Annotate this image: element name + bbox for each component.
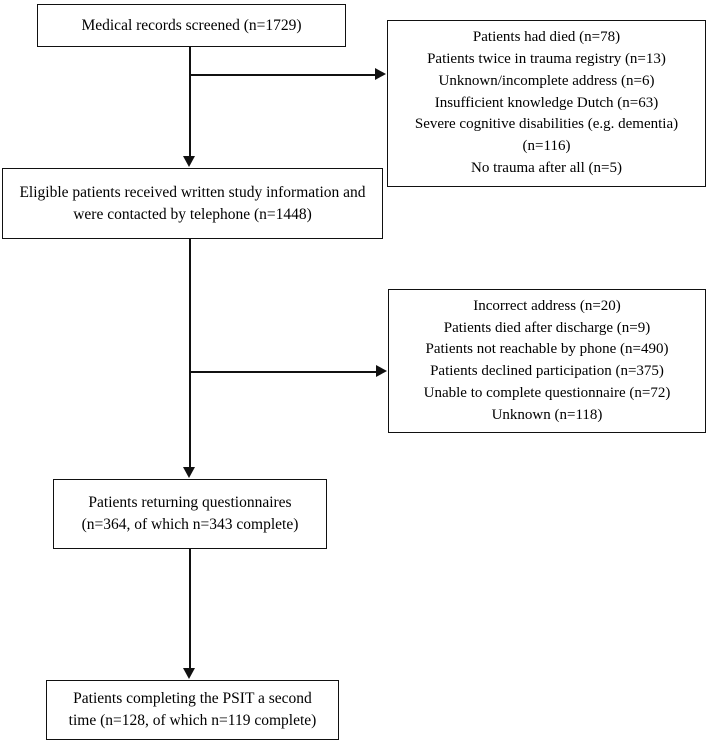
node-line: Medical records screened (n=1729) bbox=[81, 16, 302, 34]
node-text: Patients had died (n=78) Patients twice … bbox=[388, 27, 705, 179]
node-line: Patients completing the PSIT a second bbox=[73, 690, 312, 707]
node-line: (n=116) bbox=[522, 138, 571, 155]
node-line: Insufficient knowledge Dutch (n=63) bbox=[434, 94, 659, 111]
node-eligible-patients-contacted: Eligible patients received written study… bbox=[2, 168, 383, 239]
node-text: Patients returning questionnaires (n=364… bbox=[54, 492, 326, 536]
node-line: Patients not reachable by phone (n=490) bbox=[425, 341, 669, 358]
node-line: (n=364, of which n=343 complete) bbox=[81, 516, 299, 533]
node-line: Patients had died (n=78) bbox=[472, 29, 621, 46]
connector-to-exclusions-after-contact bbox=[190, 371, 377, 374]
node-medical-records-screened: Medical records screened (n=1729) bbox=[37, 4, 346, 47]
arrowhead-down-to-returning bbox=[183, 467, 195, 478]
node-text: Medical records screened (n=1729) bbox=[38, 15, 345, 37]
connector-screened-to-eligible bbox=[189, 47, 192, 157]
node-line: Unknown/incomplete address (n=6) bbox=[438, 72, 655, 89]
node-line: Unknown (n=118) bbox=[491, 406, 603, 423]
node-patients-completing-psit-second-time: Patients completing the PSIT a second ti… bbox=[46, 680, 339, 740]
node-line: Severe cognitive disabilities (e.g. deme… bbox=[414, 116, 679, 133]
node-patients-returning-questionnaires: Patients returning questionnaires (n=364… bbox=[53, 479, 327, 549]
node-text: Patients completing the PSIT a second ti… bbox=[47, 688, 338, 732]
arrowhead-down-to-psit bbox=[183, 668, 195, 679]
node-line: Patients returning questionnaires bbox=[88, 494, 292, 511]
node-line: Patients twice in trauma registry (n=13) bbox=[427, 51, 666, 68]
arrowhead-right-to-exclusions-2 bbox=[376, 365, 387, 377]
node-line: Eligible patients received written study… bbox=[19, 183, 366, 201]
connector-to-exclusions-after-screening bbox=[190, 74, 376, 77]
node-line: Unable to complete questionnaire (n=72) bbox=[423, 384, 671, 401]
arrowhead-right-to-exclusions-1 bbox=[375, 68, 386, 80]
connector-returning-to-psit bbox=[189, 549, 192, 669]
node-line: time (n=128, of which n=119 complete) bbox=[68, 712, 317, 729]
node-exclusions-after-screening: Patients had died (n=78) Patients twice … bbox=[387, 20, 706, 187]
node-line: were contacted by telephone (n=1448) bbox=[73, 205, 312, 223]
node-exclusions-after-contact: Incorrect address (n=20) Patients died a… bbox=[388, 289, 706, 433]
connector-eligible-to-returning bbox=[189, 239, 192, 468]
node-text: Eligible patients received written study… bbox=[3, 182, 382, 226]
node-line: Incorrect address (n=20) bbox=[473, 297, 621, 314]
node-line: Patients declined participation (n=375) bbox=[430, 363, 664, 379]
node-text: Incorrect address (n=20) Patients died a… bbox=[389, 296, 705, 427]
arrowhead-down-to-eligible bbox=[183, 156, 195, 167]
node-line: Patients died after discharge (n=9) bbox=[443, 319, 651, 336]
node-line: No trauma after all (n=5) bbox=[471, 159, 622, 176]
